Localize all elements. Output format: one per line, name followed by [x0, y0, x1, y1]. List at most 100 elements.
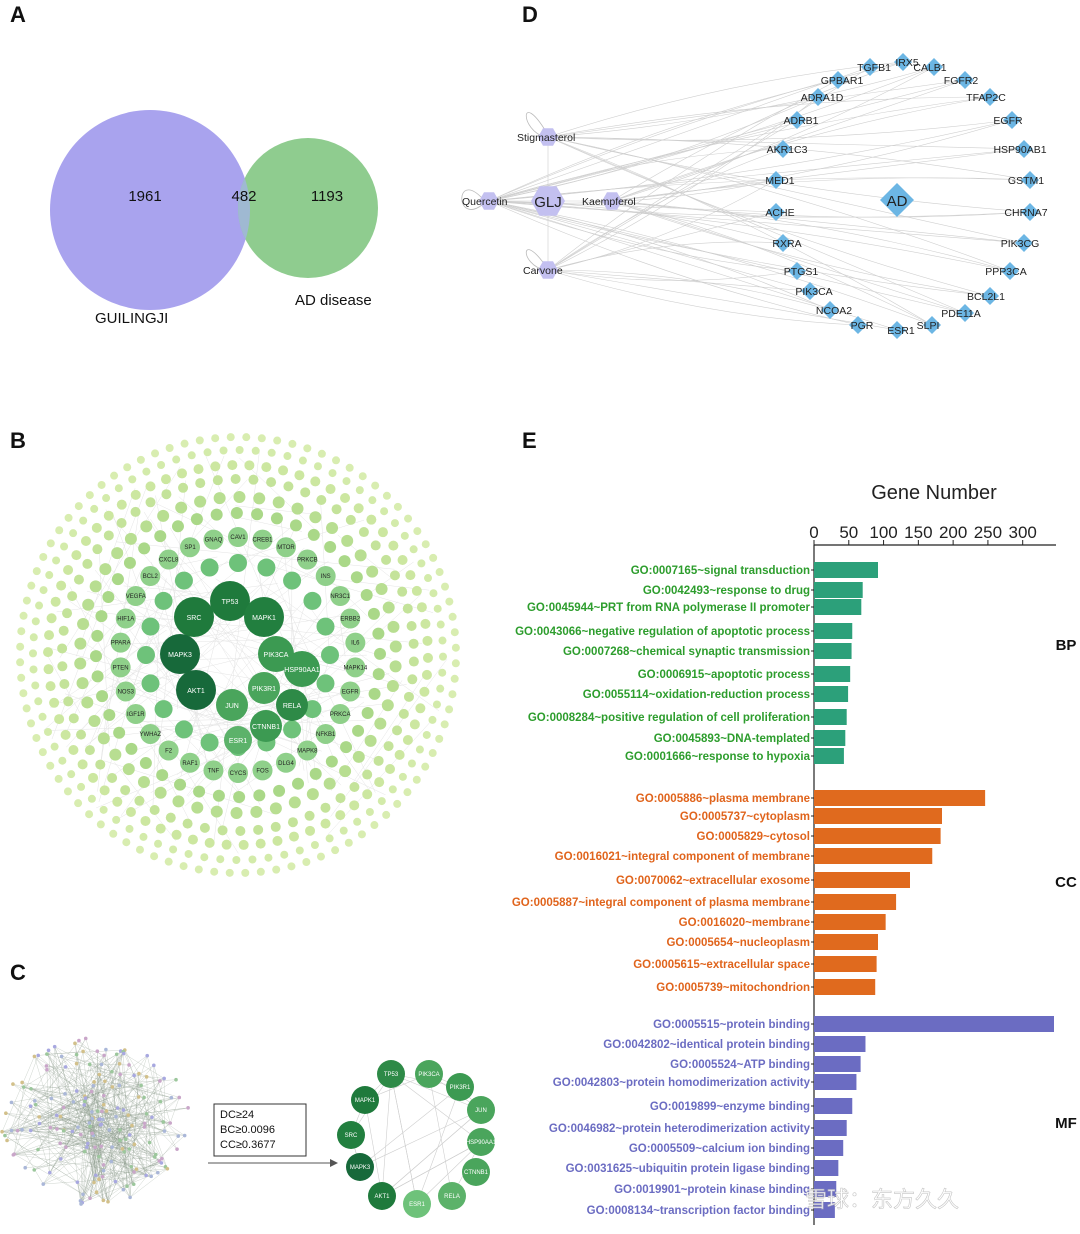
- compound-label: Kaempferol: [582, 196, 636, 208]
- ppi-core-label: AKT1: [187, 688, 205, 695]
- ppi-node-outer: [433, 604, 442, 613]
- ppi-node-outer: [278, 465, 289, 476]
- ppi-node-outer: [154, 839, 163, 848]
- hairball-edge: [89, 1122, 171, 1199]
- hairball-edge: [50, 1127, 179, 1137]
- ppi-node-outer: [227, 460, 238, 471]
- ppi-node-mid-label: PRKCB: [297, 558, 318, 564]
- ppi-core-node: [284, 651, 320, 687]
- hairball-node: [168, 1121, 173, 1125]
- ppi-node-mid-label: INS: [321, 574, 331, 580]
- ppi-node-mid: [315, 723, 336, 744]
- hairball-edge: [21, 1100, 35, 1130]
- ppi-node-outer: [29, 649, 38, 658]
- hairball-edge: [98, 1162, 162, 1180]
- hairball-node: [125, 1184, 129, 1189]
- ppi-node-mid-label: PRKCA: [330, 712, 351, 718]
- ppi-node-outer: [38, 712, 47, 721]
- hairball-node: [159, 1161, 164, 1165]
- network-edge: [488, 200, 811, 292]
- network-edge: [547, 269, 831, 311]
- ppi-node-outer: [204, 837, 215, 848]
- hairball-node: [123, 1137, 128, 1142]
- hairball-edge: [89, 1064, 130, 1066]
- ppi-node-outer: [272, 835, 283, 846]
- bar: [814, 1056, 861, 1072]
- ppi-node-outer: [171, 829, 182, 840]
- hairball-node: [48, 1125, 53, 1130]
- ppi-node-outer: [85, 810, 94, 819]
- target-node: [774, 140, 792, 158]
- hairball-edge: [11, 1069, 48, 1131]
- hairball-node: [11, 1082, 15, 1086]
- network-edge: [488, 200, 898, 331]
- ppi-node-inner: [316, 674, 335, 693]
- ppi-node-outer: [381, 699, 394, 712]
- target-label: FGFR2: [944, 75, 979, 87]
- hairball-node: [64, 1145, 68, 1150]
- ppi-node-mid-label: MAPK8: [297, 748, 318, 754]
- hairball-node: [23, 1165, 28, 1170]
- ppi-node-outer: [335, 793, 346, 804]
- hairball-node: [58, 1141, 63, 1146]
- ppi-node-outer: [194, 495, 207, 508]
- ppi-node-outer: [45, 681, 56, 692]
- ppi-node-outer: [161, 489, 172, 500]
- ppi-core-node: [244, 597, 284, 637]
- network-edge: [611, 200, 1031, 218]
- ppi-node-outer: [17, 627, 26, 636]
- go-term-label: GO:0042803~protein homodimerization acti…: [553, 1077, 811, 1089]
- hairball-node: [117, 1061, 122, 1066]
- ppi-node-outer: [421, 669, 432, 680]
- network-edge: [611, 177, 1031, 202]
- compound-node: [538, 261, 558, 279]
- ppi-core-label: PIK3R1: [252, 686, 276, 693]
- ppi-node-outer: [64, 513, 73, 522]
- ppi-node-mid-label: EGFR: [342, 689, 359, 695]
- bar: [814, 686, 849, 702]
- ppi-core-label: MAPK3: [168, 652, 192, 659]
- hairball-edge: [140, 1085, 178, 1150]
- ppi-node-outer: [407, 759, 416, 768]
- ppi-edge: [352, 670, 428, 784]
- ppi-node-mid: [228, 527, 248, 547]
- ppi-node-outer: [22, 596, 31, 605]
- hairball-edge: [93, 1081, 100, 1120]
- ppi-node-outer: [408, 638, 419, 649]
- hairball-node: [36, 1053, 41, 1058]
- ppi-node-outer: [191, 801, 204, 814]
- ppi-edge: [327, 718, 434, 835]
- hairball-node: [63, 1092, 67, 1096]
- hairball-edge: [35, 1054, 117, 1105]
- ppi-node-outer: [113, 726, 126, 739]
- hairball-node: [90, 1116, 95, 1121]
- ppi-node-outer: [195, 478, 206, 489]
- ppi-node-outer: [135, 845, 144, 854]
- ppi-node-outer: [366, 565, 379, 578]
- hairball-edge: [2, 1131, 162, 1164]
- target-node: [849, 316, 867, 334]
- target-node: [888, 321, 906, 339]
- ppi-node-outer: [339, 765, 352, 778]
- ppi-node-outer: [180, 439, 189, 448]
- hairball-node: [118, 1128, 122, 1132]
- ppi-node-outer: [408, 656, 419, 667]
- hairball-edge: [78, 1040, 162, 1159]
- hub-label: MAPK1: [355, 1098, 376, 1104]
- self-loop: [461, 189, 483, 210]
- ppi-node-outer: [145, 497, 156, 508]
- network-edge: [611, 200, 1025, 244]
- target-label: GPBAR1: [821, 75, 864, 87]
- hairball-node: [11, 1153, 16, 1157]
- hairball-node: [129, 1165, 134, 1169]
- hairball-node: [134, 1167, 139, 1171]
- hairball-node: [177, 1095, 182, 1100]
- ppi-node-outer: [429, 553, 438, 562]
- hairball-node: [73, 1041, 77, 1046]
- hairball-node: [20, 1080, 24, 1085]
- go-term-label: GO:0005654~nucleoplasm: [666, 937, 810, 949]
- ppi-node-outer: [390, 519, 399, 528]
- network-edge: [547, 241, 784, 271]
- ppi-node-outer: [43, 664, 54, 675]
- hub-edge: [364, 1099, 383, 1197]
